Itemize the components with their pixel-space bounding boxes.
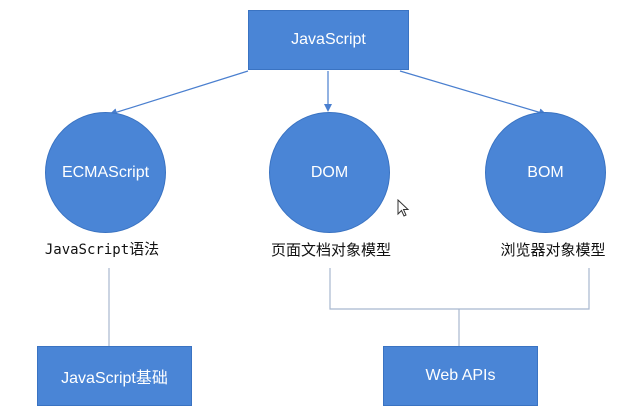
node-web-apis-label: Web APIs: [425, 367, 496, 384]
caption-dom: 页面文档对象模型: [271, 239, 391, 260]
circle-bom: BOM: [485, 112, 606, 233]
caption-bom-text: 浏览器对象模型: [500, 241, 606, 259]
circle-ecmascript-label: ECMAScript: [61, 163, 150, 181]
circle-dom-label: DOM: [310, 163, 349, 181]
root-node-label: JavaScript: [291, 31, 366, 48]
caption-ecmascript-code: JavaScript: [44, 242, 130, 258]
circle-bom-label: BOM: [527, 163, 564, 181]
circle-dom: DOM: [269, 112, 390, 233]
root-node-javascript: JavaScript: [248, 10, 409, 70]
caption-dom-text: 页面文档对象模型: [270, 241, 392, 259]
caption-ecmascript: JavaScript语法: [45, 238, 159, 259]
node-javascript-basics: JavaScript基础: [37, 346, 192, 406]
connector-dom-bom-webapis: [329, 268, 590, 310]
arrow-to-ecmascript: [109, 70, 249, 117]
circle-ecmascript: ECMAScript: [45, 112, 166, 233]
mouse-pointer-icon: [397, 199, 410, 217]
node-web-apis: Web APIs: [383, 346, 538, 406]
arrow-to-bom: [399, 70, 547, 117]
caption-bom: 浏览器对象模型: [500, 239, 605, 260]
node-javascript-basics-label: JavaScript基础: [61, 370, 168, 387]
caption-ecmascript-suffix: 语法: [129, 240, 160, 258]
